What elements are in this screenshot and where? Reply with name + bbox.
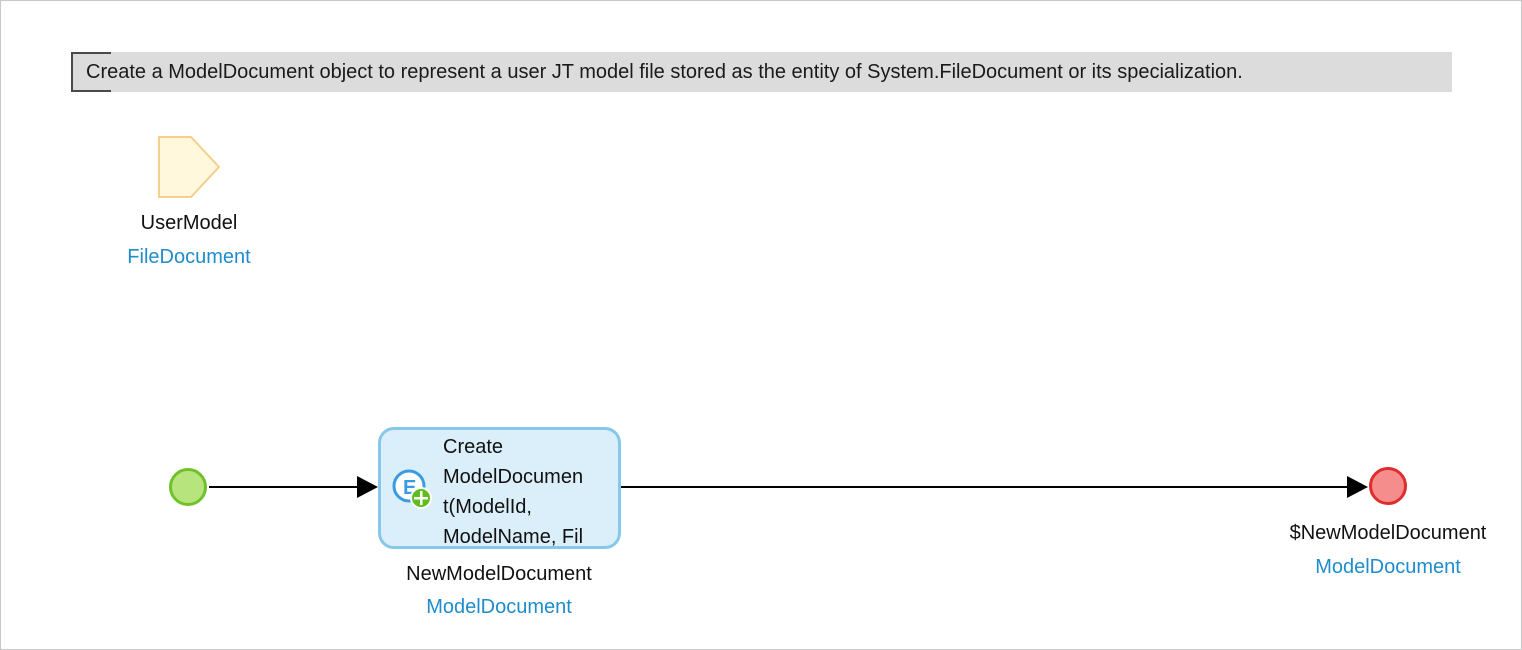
end-event-return-type: ModelDocument: [1315, 556, 1461, 578]
flow-arrowhead: [357, 476, 378, 498]
start-event[interactable]: [169, 468, 207, 506]
activity-output-type: ModelDocument: [426, 596, 572, 618]
create-object-activity[interactable]: E Create ModelDocumen t(ModelId, ModelNa…: [378, 427, 621, 549]
activity-caption: Create ModelDocumen t(ModelId, ModelName…: [443, 432, 619, 552]
annotation[interactable]: Create a ModelDocument object to represe…: [71, 52, 1452, 92]
activity-caption-line: ModelName, Fil: [443, 526, 584, 548]
end-event[interactable]: [1369, 467, 1407, 505]
create-object-icon: E: [392, 469, 432, 509]
annotation-bracket: [71, 52, 111, 92]
activity-caption-line: Create: [443, 436, 504, 458]
flow-arrowhead: [1347, 476, 1368, 498]
parameter-name: UserModel: [140, 212, 238, 234]
parameter-type: FileDocument: [127, 246, 251, 268]
end-event-return-value: $NewModelDocument: [1289, 522, 1487, 544]
annotation-text: Create a ModelDocument object to represe…: [86, 61, 1243, 83]
parameter-icon[interactable]: [157, 135, 221, 199]
activity-caption-line: t(ModelId,: [443, 496, 532, 518]
activity-output-name: NewModelDocument: [406, 563, 592, 585]
activity-caption-line: ModelDocumen: [443, 466, 584, 488]
